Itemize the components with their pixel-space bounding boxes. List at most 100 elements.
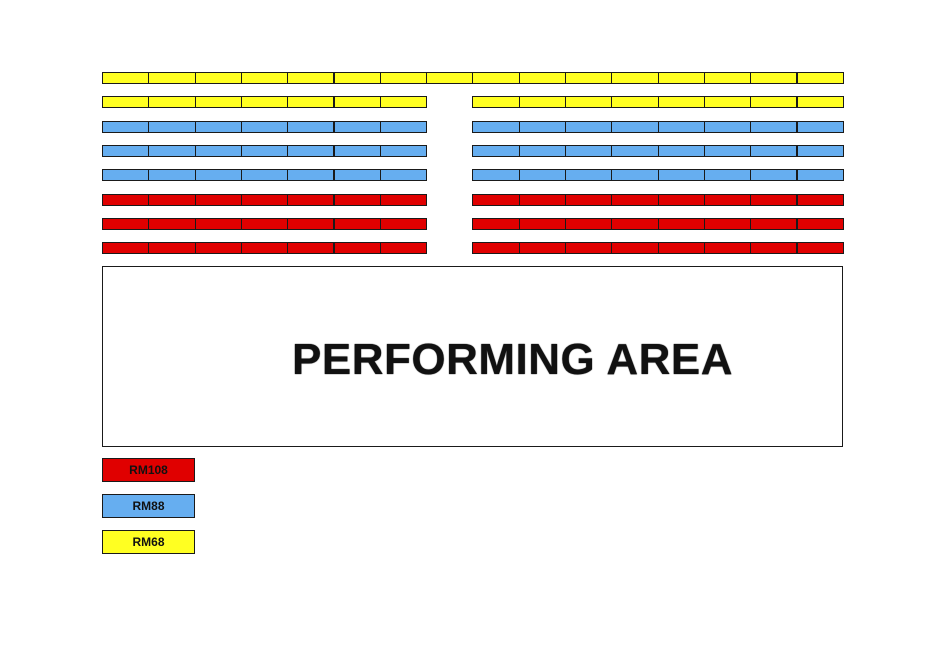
seat-row4-16-rm88[interactable]: [796, 144, 844, 157]
seat-row1-14-rm68[interactable]: [703, 72, 752, 84]
seat-row6-15-rm108[interactable]: [750, 193, 798, 206]
seat-row6-11-rm108[interactable]: [565, 193, 613, 206]
seat-row1-13-rm68[interactable]: [657, 72, 705, 84]
seat-row4-1-rm88[interactable]: [102, 144, 150, 157]
seat-row4-13-rm88[interactable]: [657, 144, 705, 157]
seat-row4-4-rm88[interactable]: [240, 144, 289, 157]
seat-row5-11-rm88[interactable]: [565, 169, 613, 182]
seat-row3-3-rm88[interactable]: [194, 120, 242, 133]
seat-row4-15-rm88[interactable]: [750, 144, 798, 157]
seat-row8-16-rm108[interactable]: [796, 242, 844, 255]
seat-row3-10-rm88[interactable]: [518, 120, 566, 133]
seat-row6-16-rm108[interactable]: [796, 193, 844, 206]
seat-row2-10-rm68[interactable]: [518, 96, 566, 109]
seat-row2-7-rm68[interactable]: [379, 96, 428, 109]
seat-row1-2-rm68[interactable]: [148, 72, 196, 84]
seat-row1-1-rm68[interactable]: [102, 72, 150, 84]
seat-row6-2-rm108[interactable]: [148, 193, 196, 206]
seat-row2-13-rm68[interactable]: [657, 96, 705, 109]
seat-row3-6-rm88[interactable]: [333, 120, 381, 133]
seat-row1-9-rm68[interactable]: [472, 72, 520, 84]
seat-row8-7-rm108[interactable]: [379, 242, 428, 255]
seat-row7-10-rm108[interactable]: [518, 217, 566, 230]
seat-row7-6-rm108[interactable]: [333, 217, 381, 230]
seat-row7-1-rm108[interactable]: [102, 217, 150, 230]
seat-row5-13-rm88[interactable]: [657, 169, 705, 182]
seat-row1-10-rm68[interactable]: [518, 72, 566, 84]
seat-row1-15-rm68[interactable]: [750, 72, 798, 84]
seat-row8-3-rm108[interactable]: [194, 242, 242, 255]
seat-row7-5-rm108[interactable]: [287, 217, 335, 230]
seat-row6-12-rm108[interactable]: [611, 193, 659, 206]
seat-row1-8-rm68[interactable]: [426, 72, 474, 84]
seat-row2-12-rm68[interactable]: [611, 96, 659, 109]
seat-row3-4-rm88[interactable]: [240, 120, 289, 133]
seat-row6-3-rm108[interactable]: [194, 193, 242, 206]
seat-row6-5-rm108[interactable]: [287, 193, 335, 206]
seat-row6-10-rm108[interactable]: [518, 193, 566, 206]
seat-row5-10-rm88[interactable]: [518, 169, 566, 182]
seat-row8-13-rm108[interactable]: [657, 242, 705, 255]
seat-row8-11-rm108[interactable]: [565, 242, 613, 255]
seat-row5-1-rm88[interactable]: [102, 169, 150, 182]
seat-row5-15-rm88[interactable]: [750, 169, 798, 182]
seat-row1-4-rm68[interactable]: [240, 72, 289, 84]
seat-row2-6-rm68[interactable]: [333, 96, 381, 109]
seat-row4-14-rm88[interactable]: [703, 144, 752, 157]
seat-row7-16-rm108[interactable]: [796, 217, 844, 230]
seat-row7-12-rm108[interactable]: [611, 217, 659, 230]
seat-row6-9-rm108[interactable]: [472, 193, 520, 206]
seat-row3-1-rm88[interactable]: [102, 120, 150, 133]
seat-row7-15-rm108[interactable]: [750, 217, 798, 230]
seat-row4-11-rm88[interactable]: [565, 144, 613, 157]
seat-row8-14-rm108[interactable]: [703, 242, 752, 255]
seat-row5-7-rm88[interactable]: [379, 169, 428, 182]
seat-row5-12-rm88[interactable]: [611, 169, 659, 182]
seat-row7-4-rm108[interactable]: [240, 217, 289, 230]
seat-row3-13-rm88[interactable]: [657, 120, 705, 133]
seat-row2-1-rm68[interactable]: [102, 96, 150, 109]
seat-row8-10-rm108[interactable]: [518, 242, 566, 255]
seat-row1-12-rm68[interactable]: [611, 72, 659, 84]
seat-row4-9-rm88[interactable]: [472, 144, 520, 157]
seat-row6-6-rm108[interactable]: [333, 193, 381, 206]
seat-row7-14-rm108[interactable]: [703, 217, 752, 230]
seat-row3-2-rm88[interactable]: [148, 120, 196, 133]
seat-row2-4-rm68[interactable]: [240, 96, 289, 109]
seat-row3-16-rm88[interactable]: [796, 120, 844, 133]
seat-row1-16-rm68[interactable]: [796, 72, 844, 84]
seat-row4-3-rm88[interactable]: [194, 144, 242, 157]
seat-row1-7-rm68[interactable]: [379, 72, 428, 84]
seat-row2-14-rm68[interactable]: [703, 96, 752, 109]
seat-row2-16-rm68[interactable]: [796, 96, 844, 109]
seat-row1-3-rm68[interactable]: [194, 72, 242, 84]
seat-row2-15-rm68[interactable]: [750, 96, 798, 109]
seat-row3-12-rm88[interactable]: [611, 120, 659, 133]
seat-row6-14-rm108[interactable]: [703, 193, 752, 206]
seat-row3-5-rm88[interactable]: [287, 120, 335, 133]
seat-row8-6-rm108[interactable]: [333, 242, 381, 255]
seat-row7-11-rm108[interactable]: [565, 217, 613, 230]
seat-row2-9-rm68[interactable]: [472, 96, 520, 109]
seat-row8-4-rm108[interactable]: [240, 242, 289, 255]
seat-row3-11-rm88[interactable]: [565, 120, 613, 133]
seat-row4-7-rm88[interactable]: [379, 144, 428, 157]
seat-row6-1-rm108[interactable]: [102, 193, 150, 206]
seat-row5-16-rm88[interactable]: [796, 169, 844, 182]
seat-row5-6-rm88[interactable]: [333, 169, 381, 182]
seat-row3-9-rm88[interactable]: [472, 120, 520, 133]
seat-row3-14-rm88[interactable]: [703, 120, 752, 133]
seat-row1-5-rm68[interactable]: [287, 72, 335, 84]
seat-row4-12-rm88[interactable]: [611, 144, 659, 157]
seat-row7-13-rm108[interactable]: [657, 217, 705, 230]
seat-row3-15-rm88[interactable]: [750, 120, 798, 133]
seat-row6-13-rm108[interactable]: [657, 193, 705, 206]
seat-row7-7-rm108[interactable]: [379, 217, 428, 230]
seat-row3-7-rm88[interactable]: [379, 120, 428, 133]
seat-row8-9-rm108[interactable]: [472, 242, 520, 255]
seat-row2-5-rm68[interactable]: [287, 96, 335, 109]
seat-row2-3-rm68[interactable]: [194, 96, 242, 109]
seat-row5-5-rm88[interactable]: [287, 169, 335, 182]
seat-row7-2-rm108[interactable]: [148, 217, 196, 230]
seat-row4-10-rm88[interactable]: [518, 144, 566, 157]
